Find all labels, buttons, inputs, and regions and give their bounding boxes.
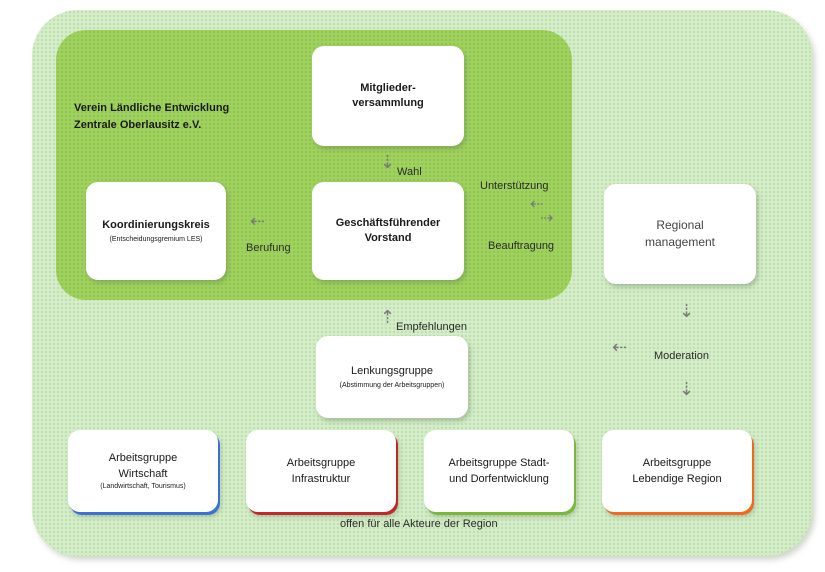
arrow-up-icon: ⇡ [380, 307, 396, 327]
arbeitsgruppe-stadt-dorf-box: Arbeitsgruppe Stadt- und Dorfentwicklung [424, 430, 574, 512]
footer-note: offen für alle Akteure der Region [340, 518, 498, 530]
verein-title-line2: Zentrale Oberlausitz e.V. [74, 119, 202, 131]
arbeitsgruppe-line1: Arbeitsgruppe [286, 457, 356, 469]
arrow-left-icon: ⇠ [530, 196, 544, 213]
koordinierungskreis-title: Koordinierungskreis [102, 218, 210, 231]
arbeitsgruppe-wirtschaft-box: Arbeitsgruppe Wirtschaft (Landwirtschaft… [68, 430, 218, 512]
arrow-down-icon: ⇣ [679, 379, 695, 399]
lenkungsgruppe-title: Lenkungsgruppe [351, 364, 433, 377]
arrow-left-icon: ⇠ [612, 337, 628, 357]
label-moderation: Moderation [654, 350, 710, 362]
arbeitsgruppe-infrastruktur-box: Arbeitsgruppe Infrastruktur [246, 430, 396, 512]
arbeitsgruppe-line1: Arbeitsgruppe [108, 452, 178, 464]
arbeitsgruppe-subtitle: (Landwirtschaft, Tourismus) [100, 483, 186, 490]
label-beauftragung: Beauftragung [488, 240, 555, 252]
regionalmanagement-line2: management [644, 235, 716, 249]
mitgliederversammlung-box: Mitglieder- versammlung [312, 46, 464, 146]
lenkungsgruppe-box: Lenkungsgruppe (Abstimmung der Arbeitsgr… [316, 336, 468, 418]
arrow-down-icon: ⇣ [679, 301, 695, 321]
verein-title-line1: Verein Ländliche Entwicklung [74, 102, 230, 114]
regionalmanagement-box: Regional management [604, 184, 756, 284]
arbeitsgruppe-line1: Arbeitsgruppe Stadt- [448, 457, 550, 469]
koordinierungskreis-subtitle: (Entscheidungsgremium LES) [109, 235, 203, 243]
arbeitsgruppe-line1: Arbeitsgruppe [642, 457, 712, 469]
koordinierungskreis-box: Koordinierungskreis (Entscheidungsgremiu… [86, 182, 226, 280]
verein-title: Verein Ländliche Entwicklung Zentrale Ob… [74, 100, 229, 134]
regionalmanagement-line1: Regional [656, 218, 704, 232]
vorstand-line2: Vorstand [364, 232, 412, 244]
arbeitsgruppe-line2: Infrastruktur [291, 473, 351, 485]
arbeitsgruppe-lebendige-region-box: Arbeitsgruppe Lebendige Region [602, 430, 752, 512]
lenkungsgruppe-subtitle: (Abstimmung der Arbeitsgruppen) [339, 381, 445, 389]
vorstand-line1: Geschäftsführender [335, 217, 441, 229]
arbeitsgruppe-line2: und Dorfentwicklung [449, 473, 549, 485]
mitgliederversammlung-line1: Mitglieder- [360, 82, 416, 94]
label-unterstuetzung: Unterstützung [480, 180, 549, 192]
arrow-right-icon: ⇢ [540, 210, 554, 227]
arbeitsgruppe-line2: Wirtschaft [118, 468, 168, 480]
label-wahl: Wahl [397, 166, 422, 178]
label-empfehlungen: Empfehlungen [396, 321, 467, 333]
mitgliederversammlung-line2: versammlung [352, 97, 424, 109]
arrow-left-icon: ⇠ [250, 211, 266, 231]
label-berufung: Berufung [246, 242, 291, 254]
vorstand-box: Geschäftsführender Vorstand [312, 182, 464, 280]
arrow-down-icon: ⇣ [380, 152, 396, 172]
arbeitsgruppe-line2: Lebendige Region [632, 473, 722, 485]
